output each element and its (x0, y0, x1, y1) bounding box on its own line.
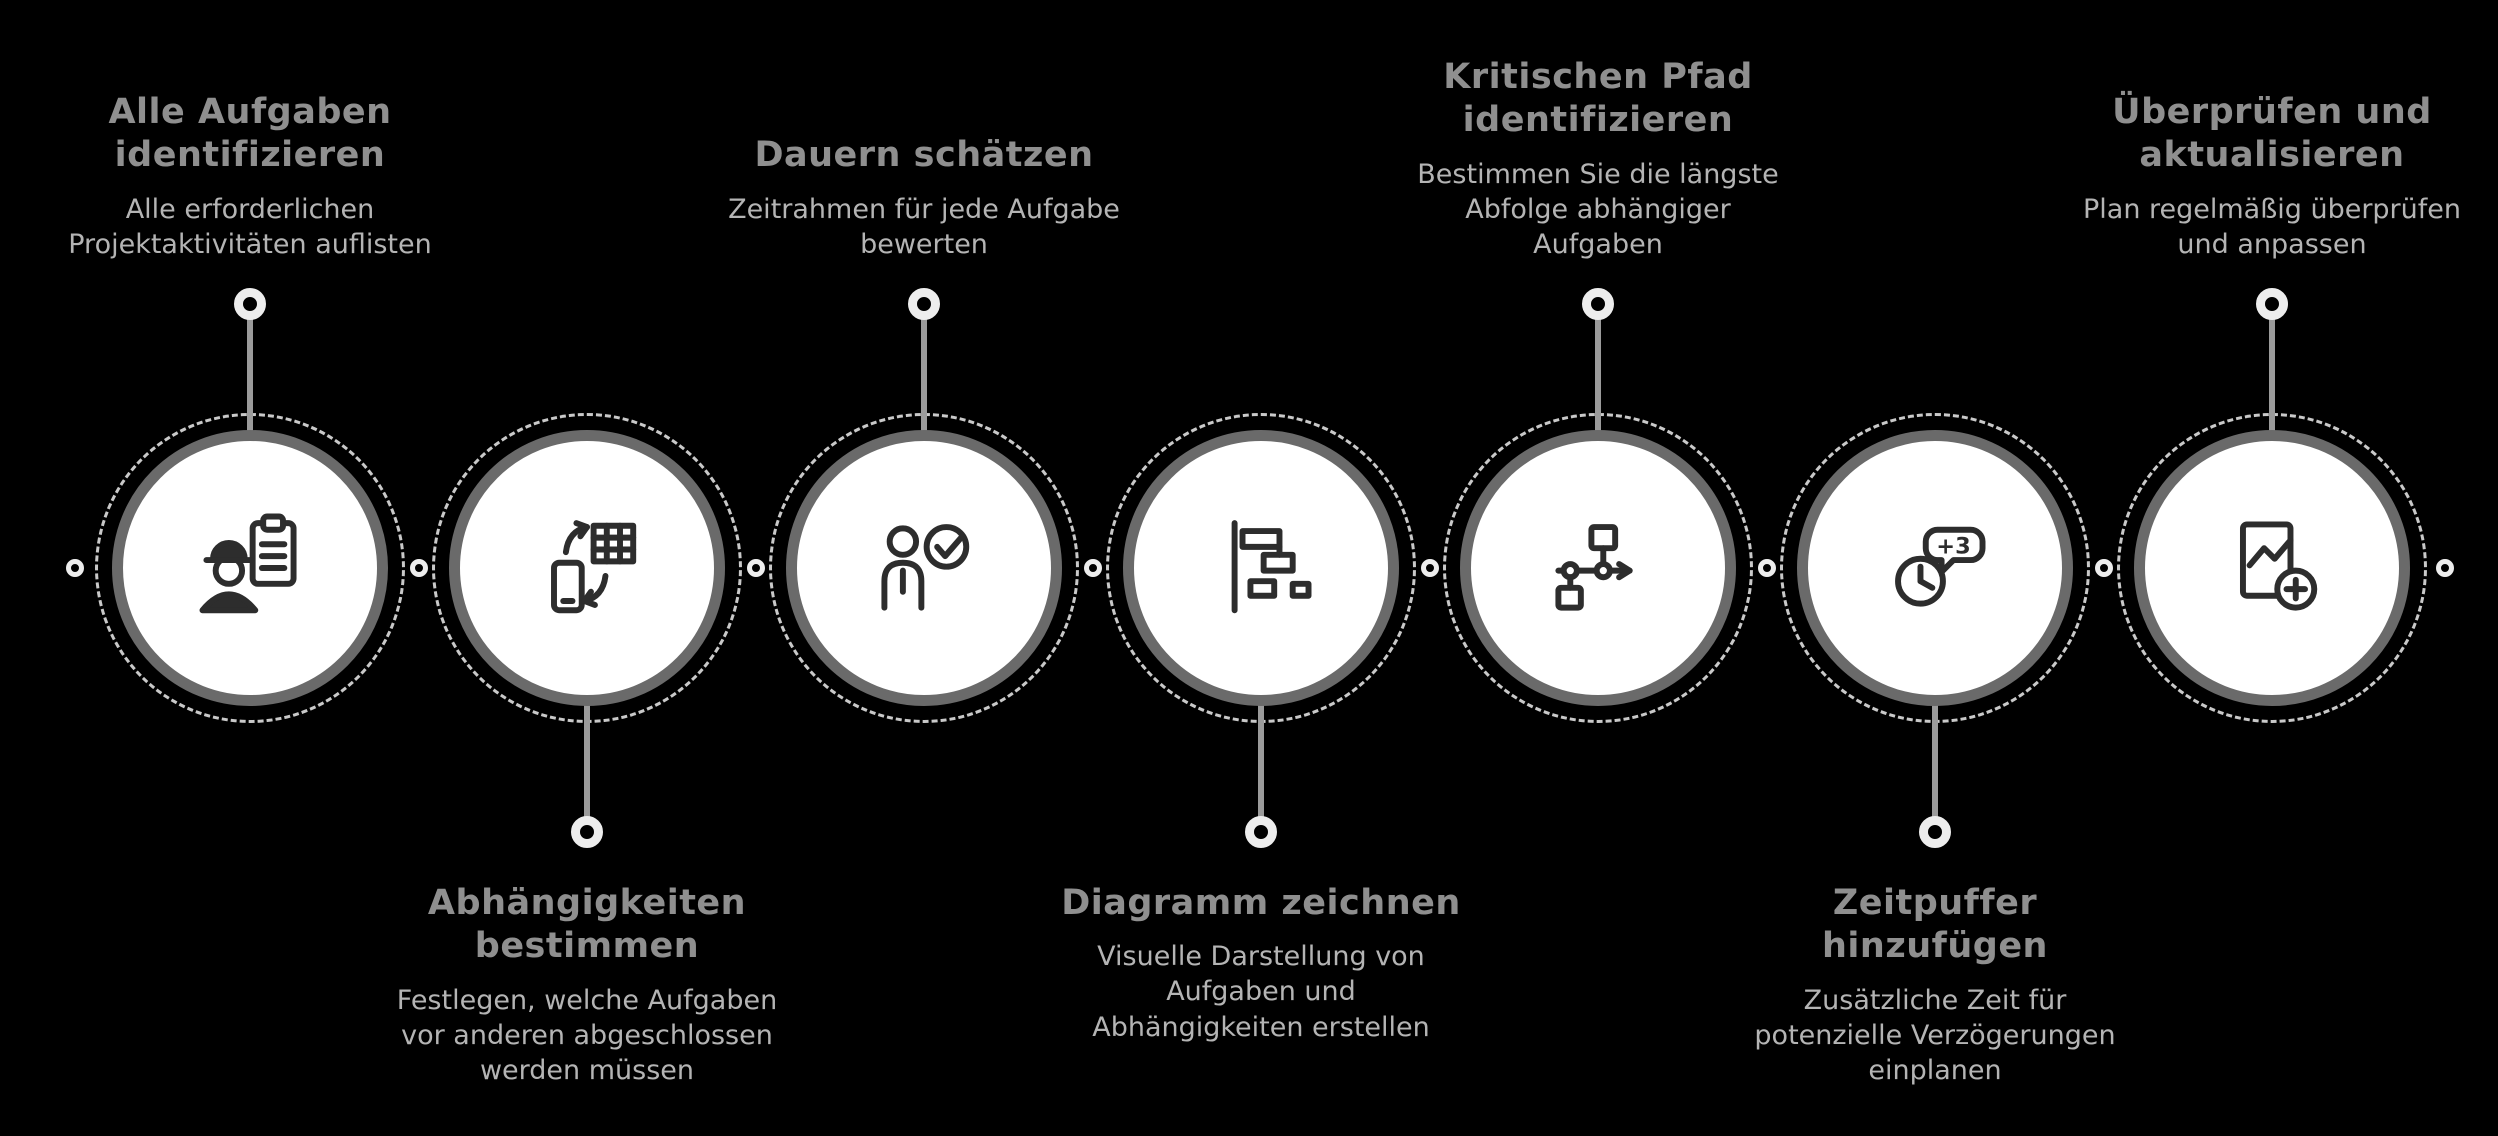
connector-line (1595, 302, 1601, 434)
step-circle (1123, 430, 1399, 706)
step-2-text: Abhängigkeiten bestimmen Festlegen, welc… (357, 882, 817, 1088)
step-description: Bestimmen Sie die längste Abfolge abhäng… (1417, 158, 1779, 260)
connector-dot (908, 288, 940, 320)
axis-dot (66, 559, 84, 577)
step-circle (449, 430, 725, 706)
step-title: Alle Aufgaben identifizieren (108, 92, 392, 176)
connector-dot (1582, 288, 1614, 320)
step-1: Alle Aufgaben identifizieren Alle erford… (68, 0, 432, 1136)
step-5: Kritischen Pfad identifizieren Bestimmen… (1417, 0, 1779, 1136)
sync-table-icon (551, 520, 637, 614)
step-title: Diagramm zeichnen (1061, 883, 1461, 923)
connector-dot (571, 816, 603, 848)
connector-line (1258, 702, 1264, 834)
axis-dot (2095, 559, 2113, 577)
document-update-icon (2239, 521, 2318, 611)
step-3-text: Dauern schätzen Zeitrahmen für jede Aufg… (694, 28, 1154, 262)
step-description: Zeitrahmen für jede Aufgabe bewerten (728, 193, 1120, 260)
step-2: Abhängigkeiten bestimmen Festlegen, welc… (397, 0, 777, 1136)
connector-dot (1245, 816, 1277, 848)
connector-dot (234, 288, 266, 320)
axis-dot (747, 559, 765, 577)
step-7: Überprüfen und aktualisieren Plan regelm… (2083, 0, 2461, 1136)
step-circle (112, 430, 388, 706)
step-description: Visuelle Darstellung von Aufgaben und Ab… (1092, 941, 1430, 1043)
flowchart-path-icon (1555, 524, 1633, 611)
step-circle (786, 430, 1062, 706)
step-title: Abhängigkeiten bestimmen (427, 883, 747, 967)
gantt-chart-icon (1231, 520, 1312, 614)
axis-dot (1084, 559, 1102, 577)
step-6: Zeitpuffer hinzufügen Zusätzliche Zeit f… (1754, 0, 2116, 1136)
axis-dot (1421, 559, 1439, 577)
step-5-text: Kritischen Pfad identifizieren Bestimmen… (1368, 28, 1828, 262)
connector-dot (2256, 288, 2288, 320)
step-title: Zeitpuffer hinzufügen (1822, 883, 2048, 967)
step-title: Kritischen Pfad identifizieren (1443, 56, 1753, 141)
step-circle: +3 (1797, 430, 2073, 706)
step-7-text: Überprüfen und aktualisieren Plan regelm… (2042, 28, 2498, 262)
step-title: Überprüfen und aktualisieren (2112, 92, 2432, 176)
axis-dot (1758, 559, 1776, 577)
step-3: Dauern schätzen Zeitrahmen für jede Aufg… (728, 0, 1120, 1136)
step-title: Dauern schätzen (754, 135, 1094, 176)
connector-line (2269, 302, 2275, 434)
connector-line (1932, 702, 1938, 834)
connector-line (247, 302, 253, 434)
step-1-text: Alle Aufgaben identifizieren Alle erford… (20, 28, 480, 262)
person-check-icon (881, 524, 970, 611)
step-4-text: Diagramm zeichnen Visuelle Darstellung v… (1031, 882, 1491, 1045)
step-circle (2134, 430, 2410, 706)
buffer-badge: +3 (1936, 533, 1970, 559)
connector-dot (1919, 816, 1951, 848)
connector-line (921, 302, 927, 434)
step-description: Plan regelmäßig überprüfen und anpassen (2082, 193, 2461, 260)
step-circle (1460, 430, 1736, 706)
axis-dot (410, 559, 428, 577)
clock-buffer-icon: +3 (1895, 526, 1986, 607)
worker-checklist-icon (199, 513, 297, 614)
step-6-text: Zeitpuffer hinzufügen Zusätzliche Zeit f… (1705, 882, 2165, 1088)
step-4: Diagramm zeichnen Visuelle Darstellung v… (1061, 0, 1460, 1136)
step-description: Festlegen, welche Aufgaben vor anderen a… (396, 984, 778, 1086)
connector-line (584, 702, 590, 834)
axis-dot (2436, 559, 2454, 577)
step-description: Alle erforderlichen Projektaktivitäten a… (68, 193, 432, 260)
step-description: Zusätzliche Zeit für potenzielle Verzöge… (1754, 984, 2116, 1086)
